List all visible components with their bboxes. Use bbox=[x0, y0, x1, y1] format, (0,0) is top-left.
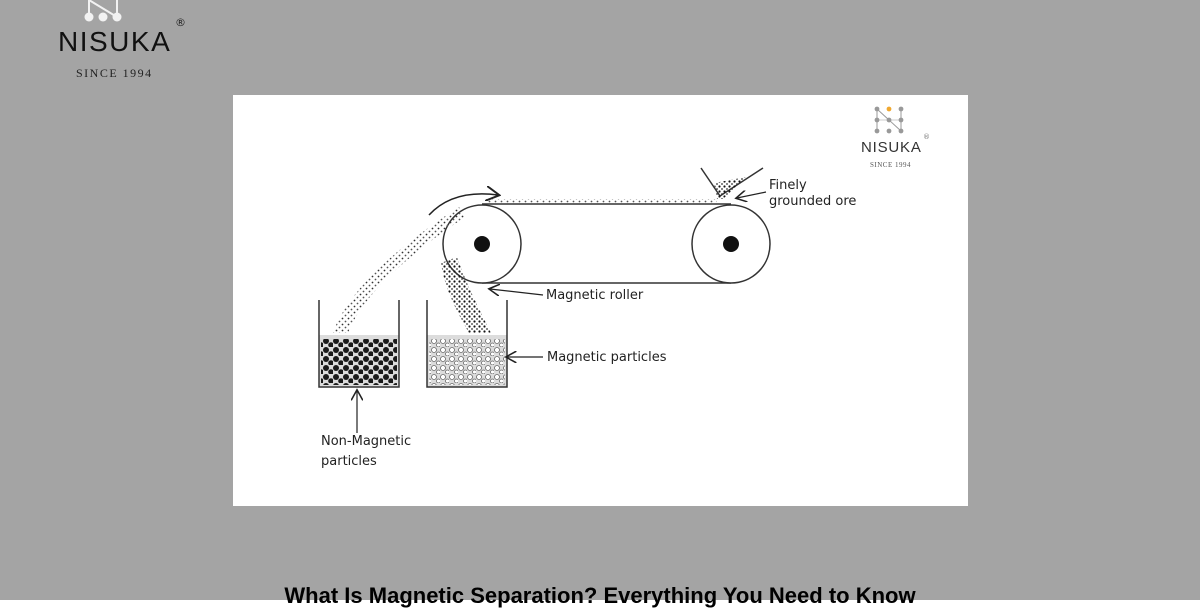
non-magnetic-container bbox=[318, 300, 400, 388]
non-magnetic-label: Non-Magnetic particles bbox=[321, 432, 411, 472]
brand-logo: NISUKA ® SINCE 1994 bbox=[40, 0, 200, 84]
diagram-logo-name: NISUKA bbox=[861, 139, 922, 156]
non-magnetic-particles-fill bbox=[321, 339, 397, 385]
ore-label-arrow bbox=[737, 192, 767, 198]
magnetic-separation-diagram bbox=[233, 95, 968, 506]
ore-label-line-2: grounded ore bbox=[769, 194, 857, 209]
magnetic-trajectory bbox=[441, 257, 491, 333]
page-title: What Is Magnetic Separation? Everything … bbox=[284, 583, 916, 608]
diagram-logo: NISUKA ® SINCE 1994 bbox=[853, 103, 933, 178]
registered-mark: ® bbox=[175, 16, 186, 29]
magnetic-container bbox=[426, 300, 508, 388]
magnetic-particles-label: Magnetic particles bbox=[547, 350, 667, 365]
brand-name: NISUKA bbox=[58, 26, 172, 57]
brand-since: SINCE 1994 bbox=[76, 66, 153, 80]
ore-on-belt bbox=[485, 199, 717, 203]
non-magnetic-trajectory bbox=[333, 207, 465, 333]
drive-roller-axle bbox=[723, 236, 739, 252]
logo-mark-icon bbox=[874, 106, 904, 134]
hopper-ore bbox=[714, 177, 746, 199]
roller-axle bbox=[474, 236, 490, 252]
roller-label: Magnetic roller bbox=[546, 288, 644, 303]
non-magnetic-label-line-1: Non-Magnetic bbox=[321, 434, 412, 449]
roller-label-arrow bbox=[490, 289, 544, 295]
magnetic-particles-fill bbox=[429, 339, 505, 385]
ore-label-line-1: Finely bbox=[769, 178, 807, 193]
diagram-logo-since: SINCE 1994 bbox=[870, 161, 911, 169]
rotation-arrow bbox=[428, 194, 498, 216]
diagram-panel: NISUKA ® SINCE 1994 Finely grounded ore … bbox=[233, 95, 968, 506]
non-magnetic-label-line-2: particles bbox=[321, 454, 377, 469]
diagram-logo-registered: ® bbox=[923, 133, 930, 141]
ore-label: Finely grounded ore bbox=[769, 178, 856, 210]
logo-mark-icon bbox=[84, 0, 122, 22]
